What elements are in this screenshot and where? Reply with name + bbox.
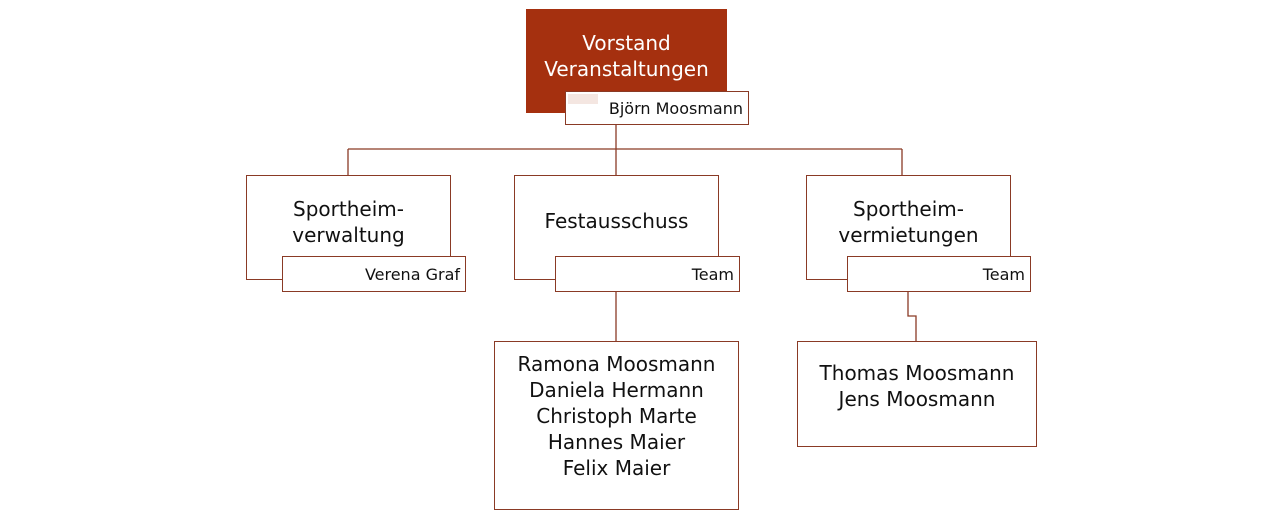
unit-label-text: Team (982, 264, 1025, 284)
unit-title-line1: Sportheim- (853, 197, 964, 221)
team-box-vermietungen: Thomas Moosmann Jens Moosmann (797, 341, 1037, 447)
team-member: Thomas Moosmann (819, 361, 1015, 385)
unit-title-line1: Festausschuss (544, 209, 689, 233)
label-swatch (568, 94, 598, 104)
connector-vermietungen-team (907, 292, 917, 342)
unit-title-line2: verwaltung (292, 223, 405, 247)
unit-title-line2: vermietungen (838, 223, 979, 247)
board-title-line2: Veranstaltungen (544, 57, 709, 81)
team-member: Hannes Maier (547, 430, 686, 454)
team-member: Christoph Marte (536, 404, 697, 428)
team-box-festausschuss: Ramona Moosmann Daniela Hermann Christop… (494, 341, 739, 510)
unit-label-text: Team (691, 264, 734, 284)
unit-label-text: Verena Graf (364, 264, 460, 284)
unit-label-festausschuss: Team (555, 256, 740, 292)
board-person-name: Björn Moosmann (608, 98, 743, 118)
unit-label-vermietungen: Team (847, 256, 1031, 292)
board-person-label: Björn Moosmann (565, 91, 749, 125)
board-title-line1: Vorstand (582, 31, 671, 55)
unit-title-line1: Sportheim- (293, 197, 404, 221)
unit-label-verwaltung: Verena Graf (282, 256, 466, 292)
team-member: Jens Moosmann (838, 387, 996, 411)
team-member: Ramona Moosmann (517, 352, 716, 376)
team-member: Daniela Hermann (529, 378, 704, 402)
team-member: Felix Maier (562, 456, 671, 480)
